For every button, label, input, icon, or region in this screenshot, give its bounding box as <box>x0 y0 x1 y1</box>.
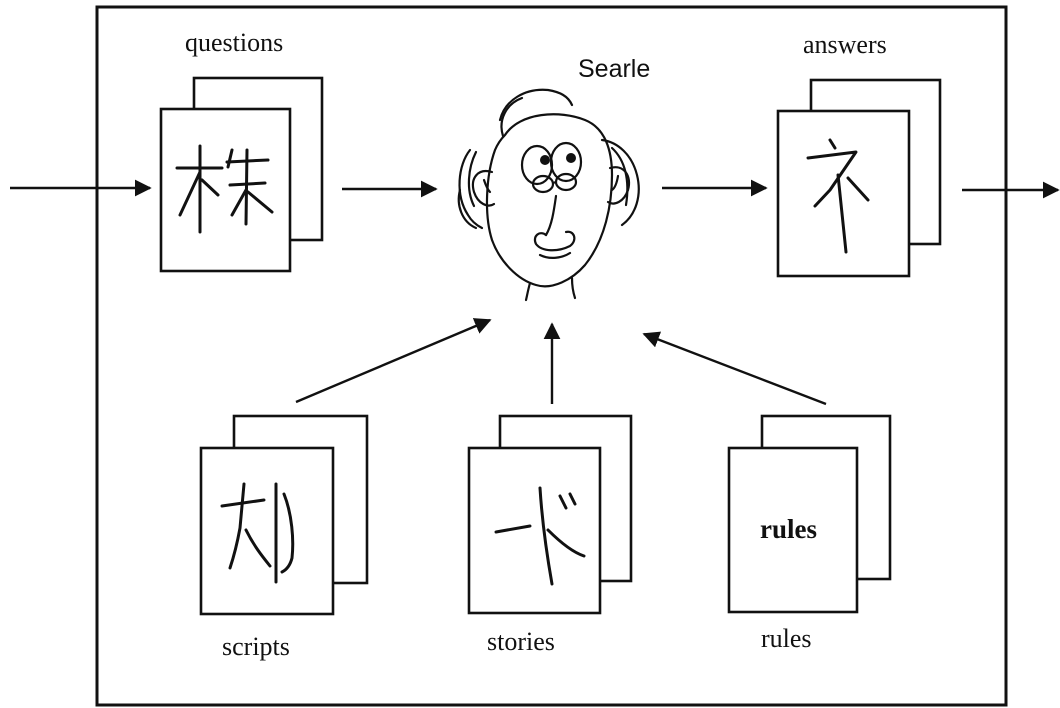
handwritten-chinese-character-icon <box>220 482 295 584</box>
handwritten-chinese-character-icon <box>175 144 274 234</box>
questions-card-stack <box>159 76 324 273</box>
stories-card-front <box>467 446 602 615</box>
rules-card-front <box>727 446 859 614</box>
rules-to-searle-arrow <box>642 331 827 406</box>
room-boundary <box>95 5 1008 707</box>
scripts-to-searle-arrow <box>295 318 492 404</box>
handwritten-chinese-character-icon <box>494 486 586 586</box>
answers-card-front <box>776 109 911 278</box>
rules-card-stack <box>727 414 892 614</box>
stories-card-stack <box>467 414 633 615</box>
scripts-card-front <box>199 446 335 616</box>
scripts-card-stack <box>199 414 369 616</box>
answers-card-stack <box>776 78 942 278</box>
handwritten-chinese-character-icon <box>806 138 870 254</box>
searle-face-icon <box>457 88 640 302</box>
questions-card-front <box>159 107 292 273</box>
